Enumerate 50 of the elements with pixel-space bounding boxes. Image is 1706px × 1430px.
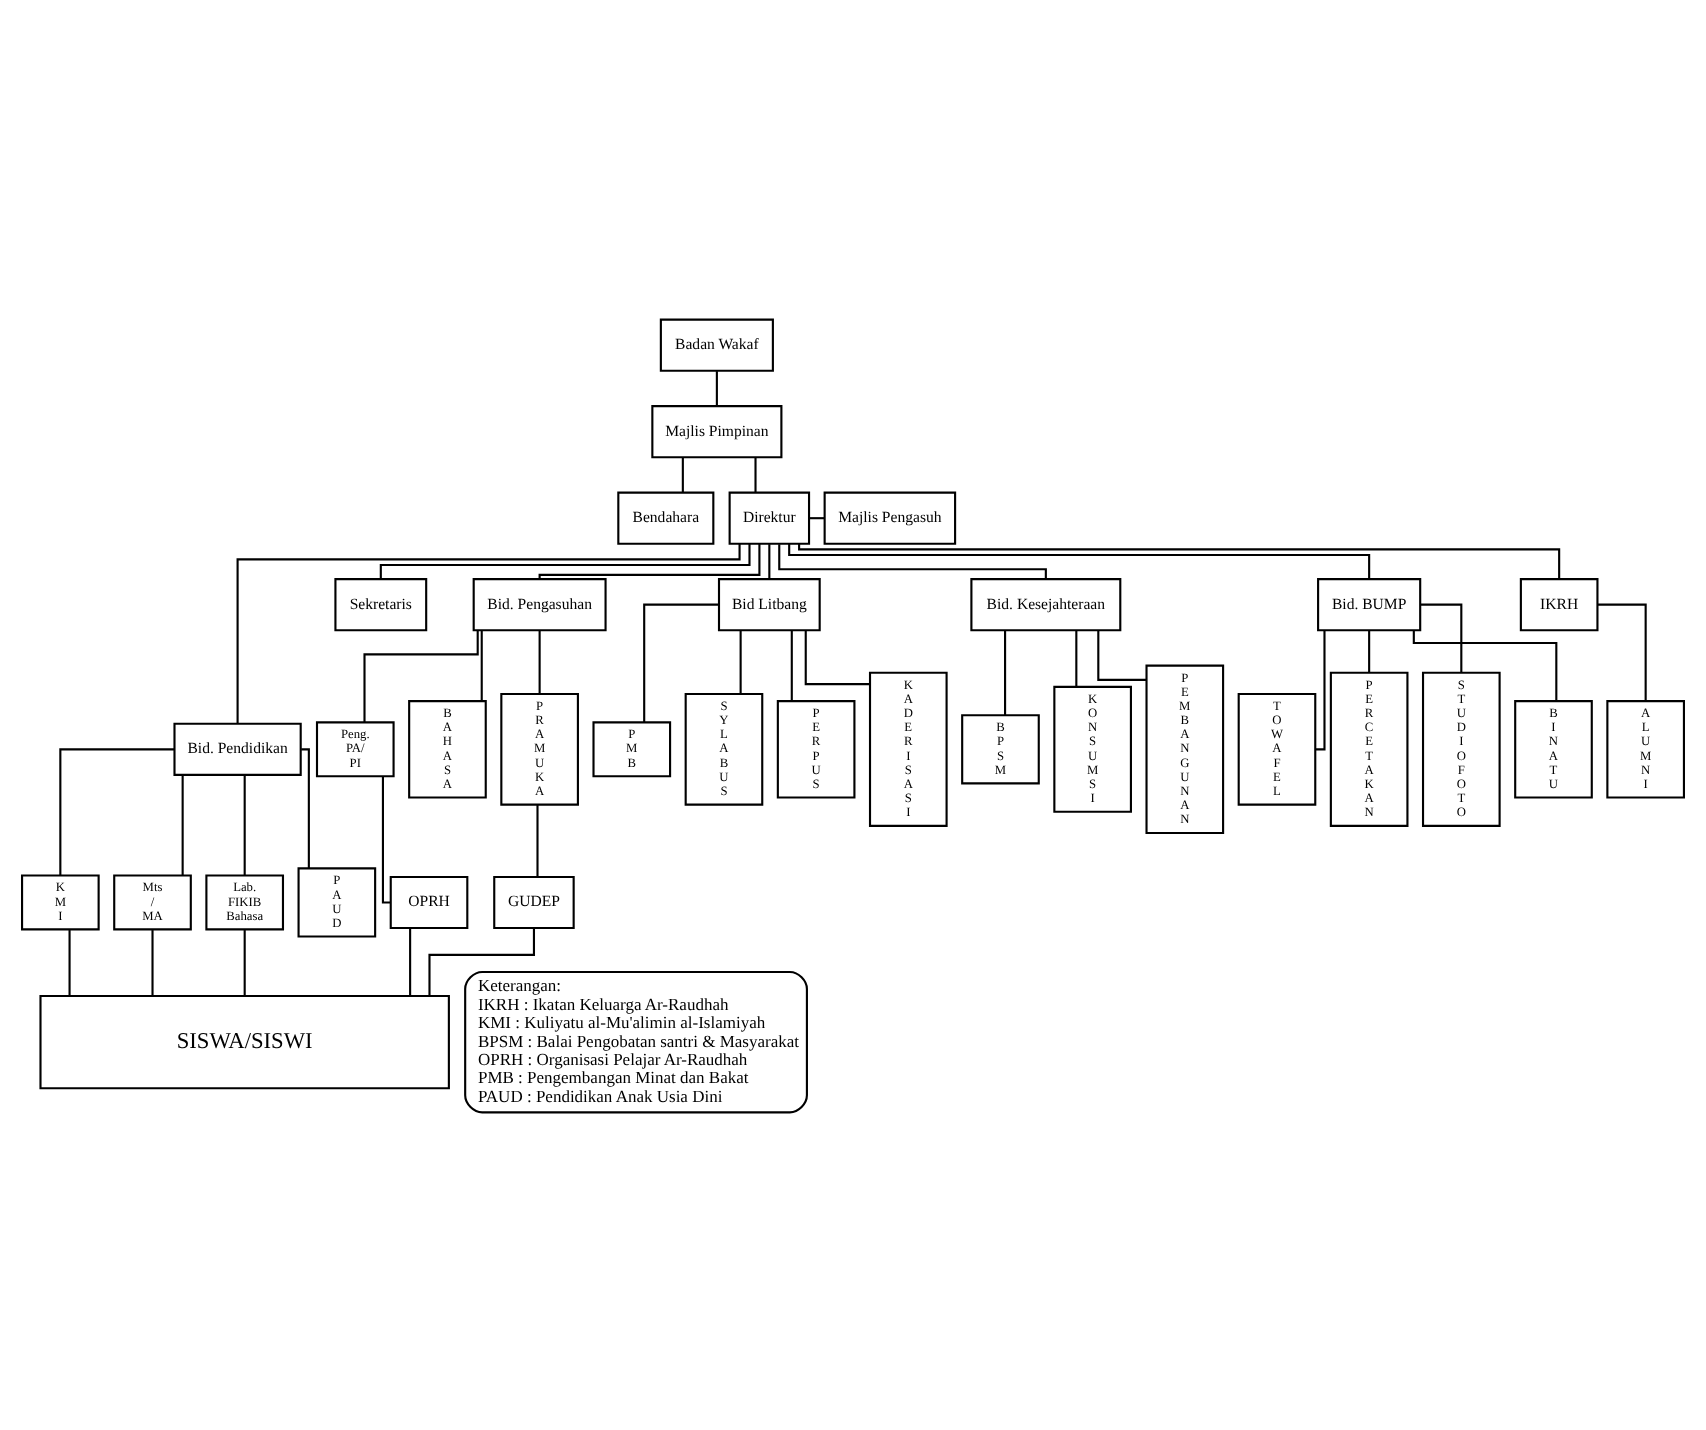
connector bbox=[409, 927, 412, 995]
connector bbox=[768, 543, 771, 578]
connector bbox=[778, 543, 1047, 578]
connector bbox=[480, 629, 483, 700]
connector bbox=[243, 929, 246, 995]
node-box: Bendahara bbox=[617, 490, 715, 544]
connector bbox=[381, 775, 391, 903]
node-box: Bid. Pendidikan bbox=[173, 721, 302, 775]
connector bbox=[243, 774, 246, 875]
connector bbox=[1075, 629, 1078, 686]
connector bbox=[536, 804, 539, 876]
connector bbox=[681, 456, 684, 492]
connector bbox=[739, 629, 742, 693]
connector bbox=[181, 774, 184, 875]
node-box: OPRH bbox=[389, 874, 469, 929]
node-box: Bid. Kesejahteraan bbox=[970, 577, 1122, 631]
node-box: GUDEP bbox=[493, 874, 575, 929]
node-box: Sekretaris bbox=[334, 577, 428, 631]
connector bbox=[643, 602, 719, 722]
connector bbox=[1097, 629, 1147, 680]
connector bbox=[715, 370, 718, 405]
node-box: Bid Litbang bbox=[717, 577, 821, 631]
connector bbox=[804, 629, 870, 685]
connector bbox=[1315, 629, 1326, 750]
connector bbox=[236, 543, 741, 723]
node-box: Direktur bbox=[728, 490, 811, 544]
connector bbox=[538, 629, 541, 693]
connector bbox=[363, 629, 479, 722]
connector bbox=[1420, 602, 1463, 672]
connector bbox=[1368, 629, 1371, 672]
connector bbox=[790, 629, 793, 700]
connector bbox=[809, 516, 825, 519]
connector bbox=[59, 747, 175, 875]
connector bbox=[1412, 629, 1558, 700]
connector bbox=[538, 542, 761, 579]
node-box: Bid. Pengasuhan bbox=[472, 577, 607, 631]
node-box: Keterangan: IKRH : Ikatan Keluarga Ar-Raudhah KMI : Kuliyatu al-Mu'alimin al-Islamiyah BPSM : Balai Pengobatan santri & Masyarakat OPRH : Organisasi Pelajar Ar-Raudhah PMB : Pengembangan Minat dan Bakat PAUD : Pendidikan Anak Usia Dini bbox=[464, 969, 808, 1113]
node-box: Bid. BUMP bbox=[1317, 577, 1422, 631]
connector bbox=[151, 929, 154, 995]
node-box: SISWA/SISWI bbox=[39, 994, 450, 1089]
connector bbox=[1597, 602, 1647, 700]
connector bbox=[68, 929, 71, 995]
node-box: Badan Wakaf bbox=[659, 317, 774, 371]
connector bbox=[754, 456, 757, 492]
connector bbox=[788, 542, 1371, 578]
connector bbox=[1004, 629, 1007, 714]
connector bbox=[379, 542, 751, 578]
node-box: Majlis Pengasuh bbox=[823, 490, 957, 544]
node-box: Majlis Pimpinan bbox=[651, 404, 783, 458]
node-box: IKRH bbox=[1519, 577, 1599, 631]
